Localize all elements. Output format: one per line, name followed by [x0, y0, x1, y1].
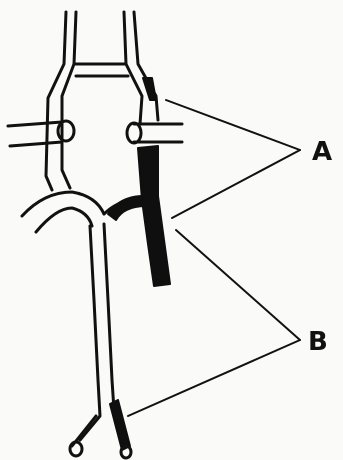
- descending-vessel-right: [104, 224, 114, 410]
- upper-right-vessel-outer: [134, 12, 158, 120]
- bottom-left-cut-end: [70, 442, 82, 456]
- label-a: A: [312, 137, 332, 167]
- left-branch-stub: [8, 121, 74, 146]
- lower-vessels: [22, 192, 146, 440]
- black-vessel-connector: [108, 196, 146, 220]
- right-branch-stub: [127, 123, 182, 143]
- lower-left-arch-inner: [36, 208, 92, 232]
- black-vessel-upper: [143, 78, 156, 100]
- label-a-leaders: [166, 100, 300, 218]
- lower-left-arch: [22, 192, 104, 216]
- black-vessel-long: [138, 146, 170, 286]
- descending-vessel-left: [80, 226, 100, 440]
- black-vessel-bottom: [110, 400, 130, 450]
- upper-crossbar: [74, 64, 128, 76]
- label-b: B: [308, 327, 328, 357]
- left-stub-cut-end: [58, 121, 74, 141]
- right-stub-cut-end: [127, 123, 141, 143]
